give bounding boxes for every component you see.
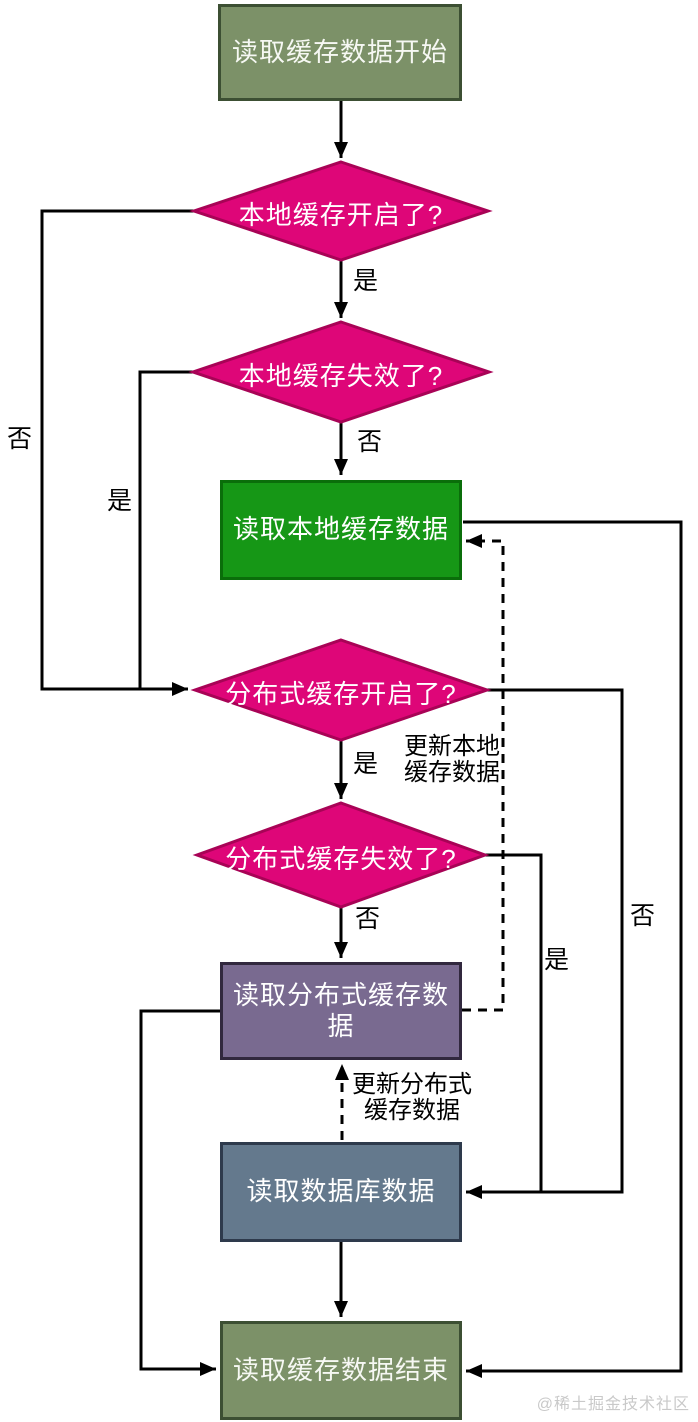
label-dist-expired-no: 否 — [355, 905, 381, 933]
label-dist-expired-yes: 是 — [544, 946, 570, 974]
end-node: 读取缓存数据结束 — [220, 1321, 462, 1420]
label-local-enabled-yes: 是 — [353, 267, 379, 295]
decision-local-cache-enabled-label: 本地缓存开启了? — [238, 200, 444, 230]
edge-read-dist-to-end — [139, 1009, 220, 1376]
label-local-expired-yes: 是 — [107, 487, 133, 515]
edge-local-enabled-no — [40, 209, 195, 696]
decision-local-cache-expired-label: 本地缓存失效了? — [238, 361, 444, 391]
edge-dist-enabled-no — [466, 688, 624, 1199]
decision-dist-cache-enabled-shape — [190, 638, 492, 742]
label-update-local-cache-line2: 缓存数据 — [404, 759, 500, 786]
label-update-dist-cache-line2: 缓存数据 — [364, 1097, 460, 1124]
decision-dist-cache-enabled-label: 分布式缓存开启了? — [225, 679, 457, 709]
process-read-local-cache: 读取本地缓存数据 — [220, 480, 462, 580]
decision-dist-cache-expired-shape — [192, 801, 490, 909]
label-update-dist-cache: 更新分布式 缓存数据 — [348, 1072, 476, 1124]
edge-dist-expired-yes — [483, 853, 543, 1193]
edge-local-expired-yes — [138, 370, 193, 690]
label-update-local-cache-line1: 更新本地 — [404, 733, 500, 760]
label-dist-enabled-no: 否 — [630, 902, 656, 930]
decision-dist-cache-expired-label: 分布式缓存失效了? — [225, 844, 457, 874]
label-update-local-cache: 更新本地 缓存数据 — [400, 734, 504, 786]
watermark-text: @稀土掘金技术社区 — [536, 1396, 690, 1413]
label-dist-enabled-yes: 是 — [353, 750, 379, 778]
label-update-dist-cache-line1: 更新分布式 — [352, 1071, 472, 1098]
label-local-expired-no: 否 — [357, 428, 383, 456]
edge-read-local-to-end — [463, 520, 683, 1378]
decision-local-cache-enabled-shape — [189, 160, 493, 262]
start-node: 读取缓存数据开始 — [218, 4, 462, 101]
decision-local-cache-expired-shape — [188, 320, 494, 424]
process-read-database: 读取数据库数据 — [220, 1142, 462, 1242]
edge-update-local-cache — [462, 534, 505, 1012]
label-local-enabled-no: 否 — [7, 425, 33, 453]
process-read-dist-cache: 读取分布式缓存数据 — [220, 962, 462, 1060]
